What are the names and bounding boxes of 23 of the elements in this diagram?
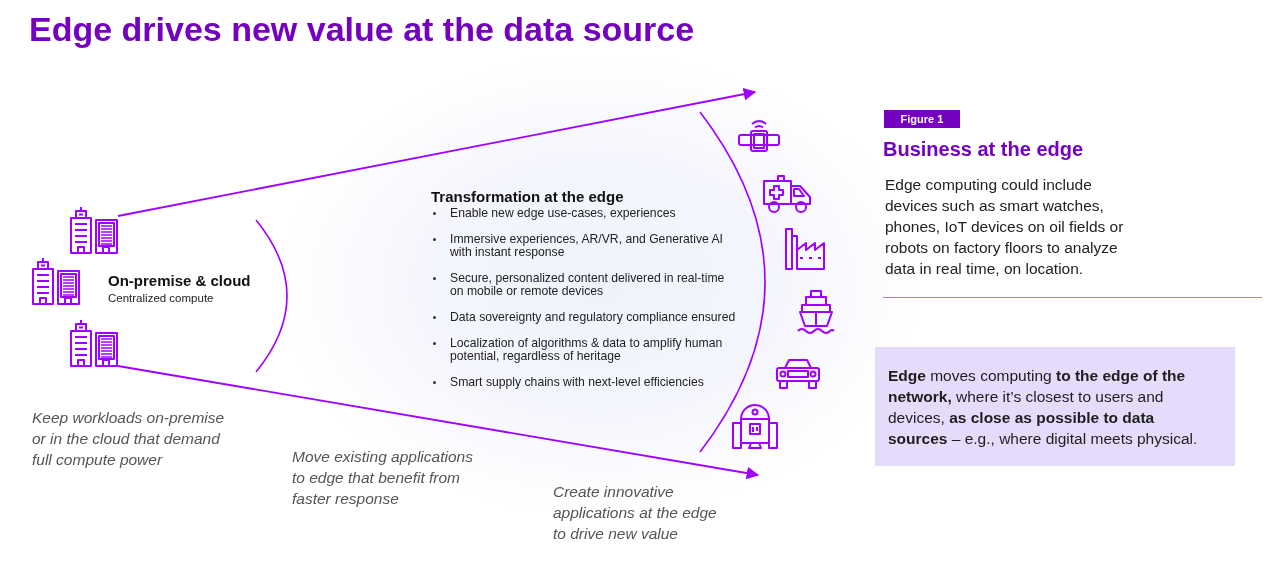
caption-text: Create innovative applications at the edge to drive new value — [553, 482, 718, 544]
section-heading: Transformation at the edge — [431, 188, 624, 205]
list-item: Secure, personalized content delivered in real-time on mobile or remote devices — [431, 272, 739, 298]
list-item: Enable new edge use-cases, experiences — [431, 207, 739, 220]
arrow — [117, 365, 760, 480]
list-item: Smart supply chains with next-level efficiencies — [431, 376, 739, 389]
caption-text: Keep workloads on-premise or in the cloud that demand full compute power — [32, 408, 226, 470]
paragraph: Edge computing could include devices such as smart watches, phones, IoT devices on oil fields or robots on factory floors to analyze data in real time, on location. — [885, 175, 1125, 279]
arrow — [117, 88, 757, 217]
figure-tag: Figure 1 — [884, 110, 960, 128]
caption-text: Move existing applications to edge that benefit from faster response — [292, 447, 474, 509]
office-buildings-icon — [70, 320, 118, 367]
list-item: Immersive experiences, AR/VR, and Generative AI with instant response — [431, 233, 739, 259]
list-item: Localization of algorithms & data to amplify human potential, regardless of heritage — [431, 337, 739, 363]
section-heading: Business at the edge — [883, 137, 1084, 161]
node-heading: On-premise & cloud — [108, 272, 251, 289]
node-subtitle: Centralized compute — [108, 291, 214, 305]
callout-text: Edge moves computing to the edge of the network, where it’s closest to users and devices, as close as possible to data sources – e.g., where digital meets physical. — [888, 366, 1199, 449]
info-panel — [875, 347, 1235, 466]
office-buildings-icon — [70, 207, 118, 254]
title: Edge drives new value at the data source — [29, 10, 695, 48]
list-item: Data sovereignty and regulatory compliance ensured — [431, 311, 739, 324]
office-buildings-icon — [32, 258, 80, 305]
